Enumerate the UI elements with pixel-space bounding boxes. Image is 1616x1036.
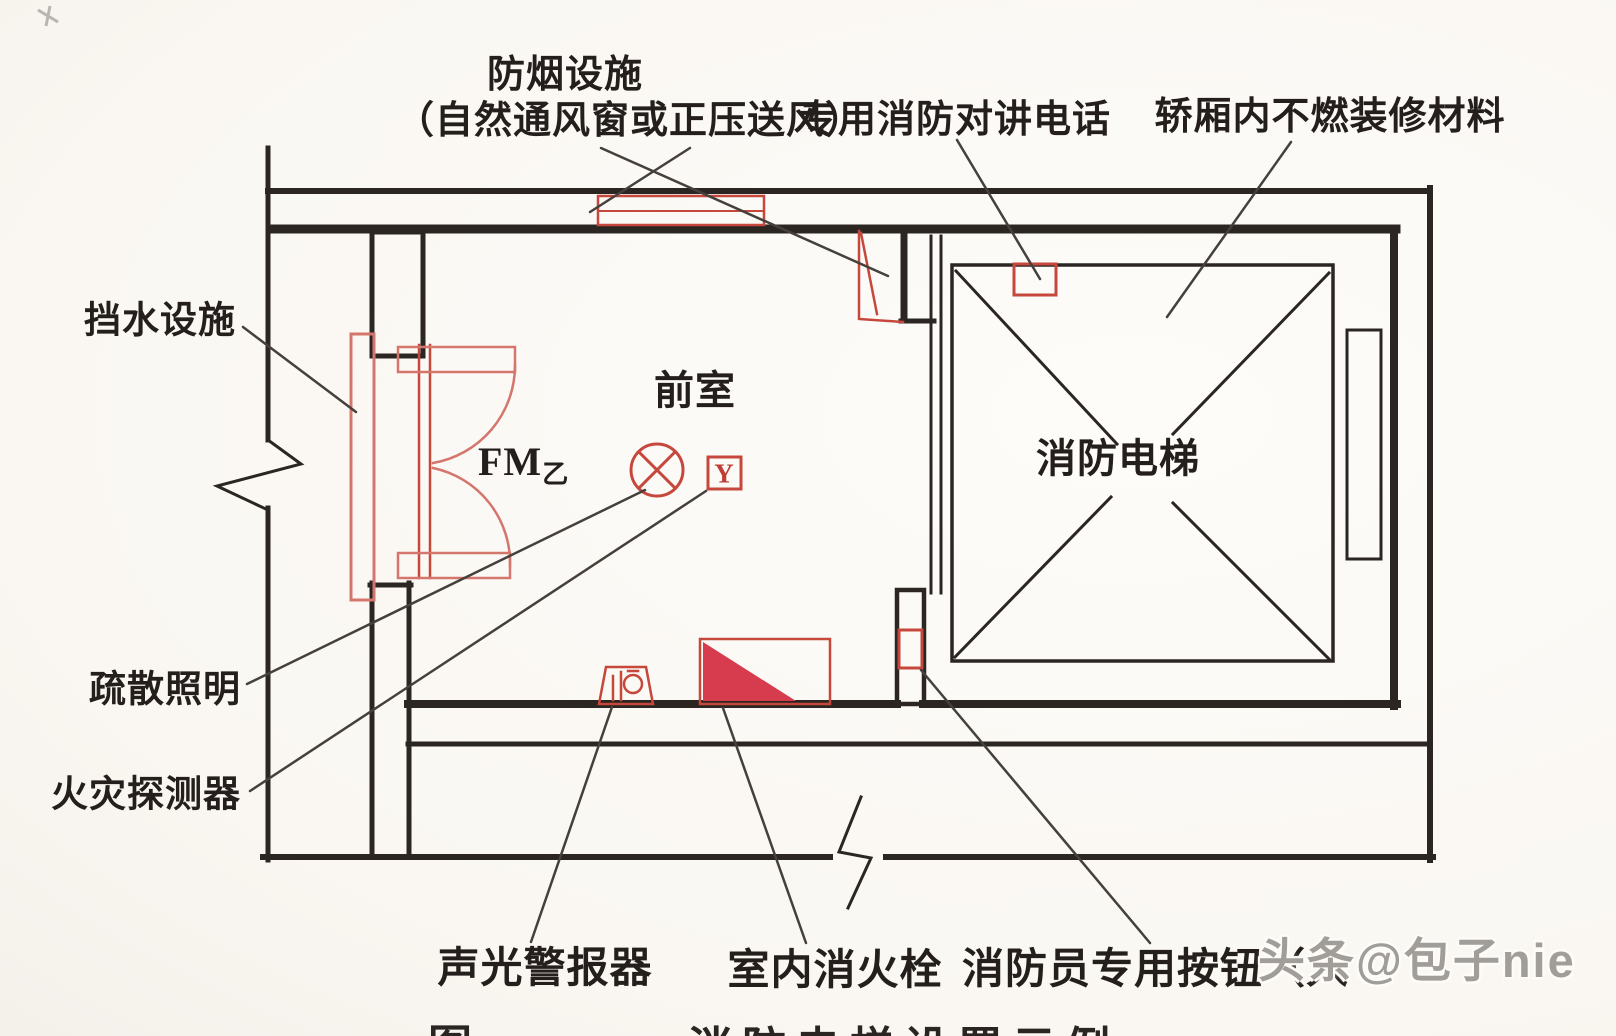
firefighter-button-symbol bbox=[897, 628, 924, 670]
leader-button bbox=[919, 668, 1152, 945]
door-leaf-bottom bbox=[396, 551, 512, 580]
pressure-shaft-symbol bbox=[857, 229, 905, 324]
leader-phone bbox=[955, 138, 1042, 281]
wall-break-bottom bbox=[836, 795, 874, 910]
label-fire-elevator: 消防电梯 bbox=[1036, 436, 1200, 481]
evac-light-symbol bbox=[629, 442, 685, 498]
label-indoor-hydrant: 室内消火栓 bbox=[727, 948, 943, 994]
intercom-phone-symbol bbox=[1012, 262, 1058, 297]
fire-detector-symbol-letter: Y bbox=[714, 458, 734, 489]
evac-light-cross-2 bbox=[636, 449, 678, 491]
caption-prefix: 图 bbox=[428, 1010, 472, 1036]
car-diagonal-tr bbox=[1170, 270, 1332, 437]
mid-pier-bottom bbox=[894, 587, 927, 707]
label-smoke-facility-line2: （自然通风窗或正压送风） bbox=[395, 100, 865, 142]
label-fire-door-code: FM乙 bbox=[478, 442, 569, 488]
label-fire-detector: 火灾探测器 bbox=[51, 774, 241, 816]
car-diagonal-br bbox=[1170, 500, 1332, 662]
car-diagonal-bl bbox=[952, 494, 1114, 660]
wall-break-left bbox=[212, 437, 305, 512]
car-diagonal-tl bbox=[953, 268, 1120, 447]
label-fire-intercom-phone: 专用消防对讲电话 bbox=[798, 99, 1112, 141]
leader-smoke-to-vent bbox=[588, 146, 692, 214]
door-swing-arc-top bbox=[431, 364, 517, 465]
alarm-symbol-detail bbox=[611, 669, 640, 702]
watermark: 头条@包子nie bbox=[1258, 934, 1576, 987]
label-car-noncombustible-material: 轿厢内不燃装修材料 bbox=[1154, 96, 1506, 138]
label-firefighter-button: 消防员专用按钮（入 bbox=[962, 947, 1350, 993]
scan-smudge bbox=[37, 5, 59, 27]
leader-water-block bbox=[241, 325, 358, 414]
leader-car-material bbox=[1165, 140, 1293, 319]
label-anteroom: 前室 bbox=[654, 368, 736, 413]
fire-door-code-subscript: 乙 bbox=[542, 460, 570, 489]
door-leaf-top bbox=[396, 345, 517, 374]
leader-hydrant bbox=[721, 706, 808, 945]
leader-smoke-to-shaft bbox=[599, 146, 890, 278]
hydrant-symbol-box bbox=[698, 637, 832, 706]
alarm-symbol-body bbox=[597, 665, 655, 706]
leader-evac-lighting bbox=[245, 488, 647, 686]
door-pier-top bbox=[369, 229, 426, 359]
label-alarm: 声光警报器 bbox=[437, 946, 653, 992]
label-evac-lighting: 疏散照明 bbox=[89, 669, 241, 711]
door-swing-arc-bottom bbox=[431, 466, 512, 568]
counterweight bbox=[1345, 328, 1383, 561]
water-sill-symbol bbox=[349, 332, 376, 602]
label-water-blocking: 挡水设施 bbox=[84, 300, 236, 342]
caption-text: 消防电梯设置示例 bbox=[688, 1012, 1120, 1036]
fire-detector-symbol-box bbox=[706, 455, 743, 491]
smoke-vent-symbol bbox=[596, 194, 766, 227]
hydrant-symbol-fill bbox=[703, 642, 796, 701]
alarm-symbol-bell bbox=[622, 673, 644, 695]
leader-fire-detector bbox=[248, 489, 708, 793]
leader-alarm bbox=[529, 705, 614, 944]
elevator-car-outline bbox=[950, 263, 1335, 663]
fire-door-code-main: FM bbox=[478, 439, 543, 484]
label-smoke-facility-line1: 防烟设施 bbox=[486, 54, 644, 96]
